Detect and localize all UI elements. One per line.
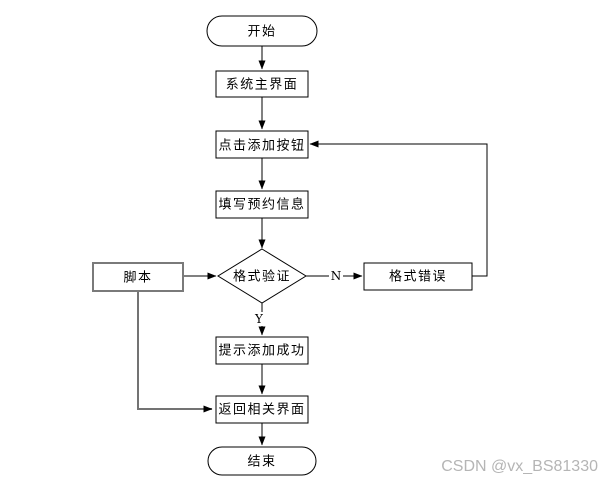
node-script: 脚本 (92, 262, 184, 292)
node-return-ui: 返回相关界面 (215, 395, 309, 424)
main-ui-label: 系统主界面 (226, 78, 299, 93)
return-ui-process-shape (215, 395, 309, 424)
success-label: 提示添加成功 (218, 343, 305, 359)
node-click-add: 点击添加按钮 (215, 130, 309, 159)
csdn-watermark: CSDN @vx_BS81330 (441, 458, 598, 475)
edge-label-yes: Y (254, 312, 264, 326)
node-validate: 格式验证 (217, 248, 307, 304)
yes-label-bg (252, 312, 266, 326)
return-ui-label: 返回相关界面 (218, 403, 305, 418)
node-end: 结束 (207, 446, 317, 476)
node-start: 开始 (206, 15, 318, 47)
click-add-label: 点击添加按钮 (218, 139, 305, 154)
node-success: 提示添加成功 (215, 336, 309, 365)
format-error-label: 格式错误 (389, 269, 447, 285)
click-add-process-shape (215, 130, 309, 159)
start-label: 开始 (247, 25, 276, 40)
script-process-shape (92, 262, 184, 292)
node-format-error: 格式错误 (363, 262, 473, 291)
edge-format-error-loop-to-click-add (309, 140, 488, 277)
end-label: 结束 (247, 455, 276, 470)
edge-script-to-return-ui (137, 291, 213, 413)
format-error-process-shape (363, 262, 473, 291)
start-terminator-shape (206, 15, 318, 47)
end-terminator-shape (207, 446, 317, 476)
validate-label: 格式验证 (233, 269, 291, 285)
main-ui-process-shape (215, 70, 309, 98)
no-label-bg (329, 268, 343, 283)
edge-label-no: N (331, 269, 342, 283)
success-process-shape (215, 336, 309, 365)
fill-info-process-shape (215, 190, 309, 219)
script-label: 脚本 (123, 270, 152, 286)
validate-decision-shape (217, 248, 307, 304)
node-main-ui: 系统主界面 (215, 70, 309, 98)
fill-info-label: 填写预约信息 (218, 197, 305, 213)
node-fill-info: 填写预约信息 (215, 190, 309, 219)
